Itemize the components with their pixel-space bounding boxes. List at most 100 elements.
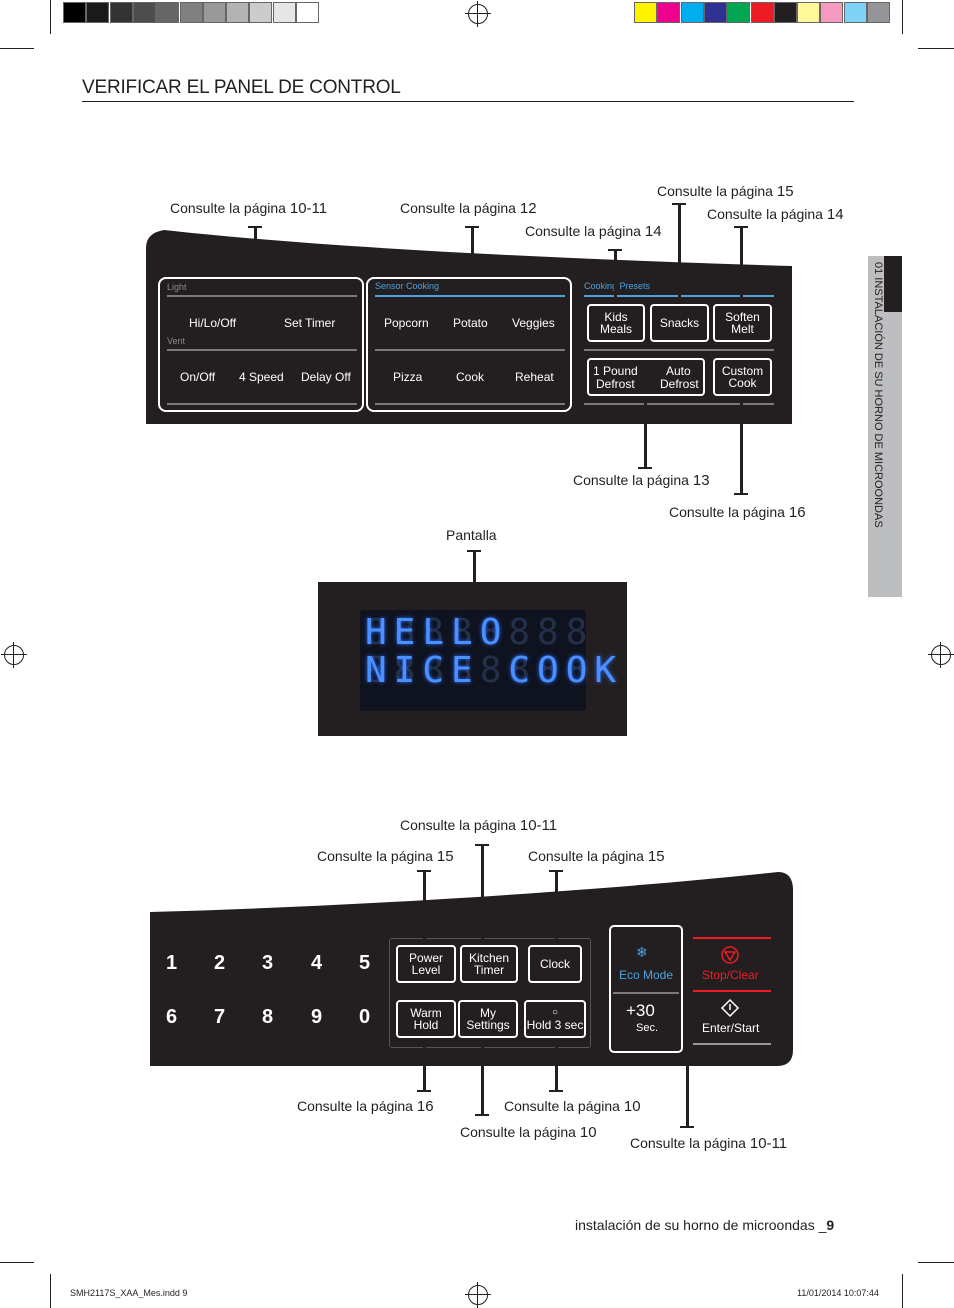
pound-defrost-line1[interactable]: 1 Pound: [593, 364, 638, 378]
vent-on-off-button[interactable]: On/Off: [180, 370, 216, 384]
snacks-button[interactable]: Snacks: [650, 304, 709, 342]
crop-mark: [0, 1262, 34, 1263]
hi-lo-off-button[interactable]: Hi/Lo/Off: [189, 316, 237, 330]
custom-cook-line1: Custom: [721, 364, 764, 378]
popcorn-button[interactable]: Popcorn: [384, 316, 429, 330]
callout-my: Consulte la página 10: [460, 1124, 597, 1141]
auto-defrost-line1[interactable]: Auto: [666, 364, 691, 378]
callout-defrost-page: 13: [692, 472, 710, 489]
callout-clock-line: [555, 870, 558, 945]
stop-bottom-rule: [693, 990, 771, 992]
pound-defrost-line2[interactable]: Defrost: [596, 377, 635, 391]
digit-9-button[interactable]: 9: [311, 1006, 323, 1028]
callout-hold: Consulte la página 10: [504, 1098, 641, 1115]
vent-4-speed-button[interactable]: 4 Speed: [239, 370, 284, 384]
callout-sensor-prefix: Consulte la página: [400, 200, 516, 216]
callout-custom-prefix: Consulte la página: [669, 504, 785, 520]
veggies-button[interactable]: Veggies: [512, 316, 555, 330]
callout-custom-line: [740, 396, 743, 494]
clock-button[interactable]: Clock: [528, 945, 582, 983]
callout-soften-page: 14: [826, 206, 844, 223]
gray-swatch: [132, 2, 156, 23]
hold-3-sec-button[interactable]: ○Hold 3 sec: [524, 1000, 586, 1038]
light-vent-group: [158, 277, 364, 412]
chapter-tab: [868, 256, 902, 597]
hold-3-sec-label: Hold 3 sec: [526, 1018, 584, 1032]
display-screen: [360, 610, 586, 711]
gray-swatch: [249, 2, 273, 23]
callout-kids-line: [614, 249, 617, 304]
gray-swatch: [179, 2, 203, 23]
callout-snacks-prefix: Consulte la página: [657, 183, 773, 199]
function-buttons-frame: [389, 938, 591, 1048]
digit-8-button[interactable]: 8: [262, 1006, 274, 1028]
process-swatch: [680, 2, 704, 23]
callout-hold-bar: [549, 1090, 563, 1092]
callout-kitchen-line: [481, 844, 484, 945]
callout-my-line: [481, 1038, 484, 1115]
start-icon: [720, 998, 740, 1018]
digit-4-button[interactable]: 4: [311, 952, 323, 974]
digit-2-button[interactable]: 2: [214, 952, 226, 974]
chapter-tab-label: 01 INSTALACIÓN DE SU HORNO DE MICROONDAS: [872, 262, 884, 528]
stop-clear-button[interactable]: Stop/Clear: [702, 968, 759, 982]
digit-5-button[interactable]: 5: [359, 952, 371, 974]
callout-sensor-line: [471, 226, 474, 277]
digit-6-button[interactable]: 6: [166, 1006, 178, 1028]
plus30-button[interactable]: +30: [626, 1001, 655, 1020]
eco-divider: [613, 992, 679, 994]
enter-start-button[interactable]: Enter/Start: [702, 1021, 760, 1035]
callout-light-page: 10-11: [289, 200, 328, 217]
display-line2-background: 88888888: [365, 650, 595, 691]
callout-kitchen-page: 10-11: [519, 817, 558, 834]
gray-swatch: [109, 2, 133, 23]
vent-delay-off-button[interactable]: Delay Off: [301, 370, 351, 384]
callout-warm: Consulte la página 16: [297, 1098, 434, 1115]
my-settings-line2: Settings: [466, 1018, 510, 1032]
eco-mode-button[interactable]: Eco Mode: [619, 968, 674, 982]
pizza-button[interactable]: Pizza: [393, 370, 423, 384]
callout-my-page: 10: [579, 1124, 597, 1141]
slug-date: 11/01/2014 10:07:44: [797, 1288, 879, 1298]
crop-mark: [902, 1274, 903, 1308]
process-swatch: [703, 2, 727, 23]
callout-hold-prefix: Consulte la página: [504, 1098, 620, 1114]
digit-7-button[interactable]: 7: [214, 1006, 226, 1028]
potato-button[interactable]: Potato: [453, 316, 488, 330]
callout-defrost: Consulte la página 13: [573, 472, 710, 489]
defrost-button-group[interactable]: [587, 358, 705, 396]
digit-0-button[interactable]: 0: [359, 1006, 371, 1028]
auto-defrost-line2[interactable]: Defrost: [660, 377, 699, 391]
footer-text: instalación de su horno de microondas _: [575, 1217, 827, 1233]
kitchen-timer-line2: Timer: [473, 963, 505, 977]
presets-mid-divider: [584, 349, 774, 351]
display-line2: NICE COOK: [365, 650, 624, 691]
callout-warm-page: 16: [416, 1098, 434, 1115]
registration-mark-icon: [928, 642, 954, 668]
process-swatch: [634, 2, 657, 23]
reheat-button[interactable]: Reheat: [515, 370, 554, 384]
sensor-mid-divider: [375, 349, 565, 351]
set-timer-button[interactable]: Set Timer: [284, 316, 336, 330]
cook-button[interactable]: Cook: [456, 370, 485, 384]
display-callout-label: Pantalla: [446, 527, 497, 543]
power-level-line1: Power: [408, 951, 443, 965]
callout-custom: Consulte la página 16: [669, 504, 806, 521]
callout-custom-bar: [734, 493, 748, 495]
callout-warm-prefix: Consulte la página: [297, 1098, 413, 1114]
gray-swatch: [156, 2, 180, 23]
gray-swatch: [86, 2, 110, 23]
process-swatch: [797, 2, 821, 23]
digit-1-button[interactable]: 1: [166, 952, 178, 974]
digit-3-button[interactable]: 3: [262, 952, 274, 974]
registration-mark-icon: [465, 1, 491, 27]
process-swatch: [820, 2, 844, 23]
process-swatch: [773, 2, 797, 23]
